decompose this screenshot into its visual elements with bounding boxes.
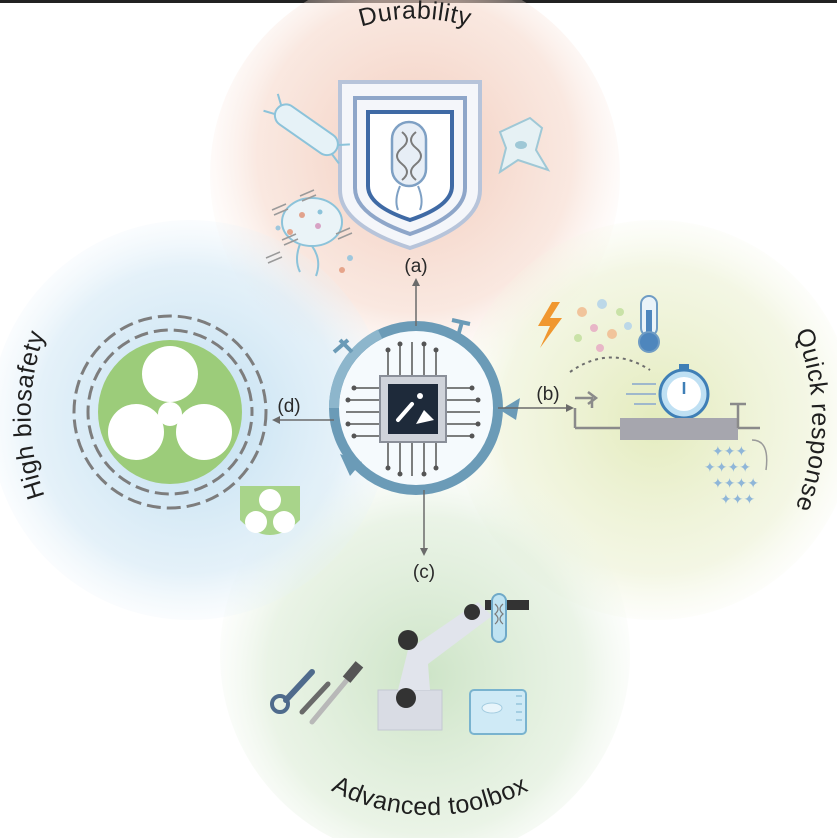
star-cluster: ✦✦✦ ✦✦✦✦ ✦✦✦✦ ✦✦✦: [704, 443, 759, 507]
biohazard-icon: [98, 340, 242, 484]
arrow-label-b: (b): [536, 384, 559, 405]
arrow-label-d: (d): [277, 396, 300, 417]
svg-text:✦✦✦✦: ✦✦✦✦: [704, 459, 751, 475]
ring-handles: [332, 318, 471, 354]
tail-line: [751, 439, 768, 471]
svg-text:✦✦✦: ✦✦✦: [712, 443, 747, 459]
arrow-label-c: (c): [413, 562, 435, 583]
arrow-a: [412, 278, 420, 326]
microchip-icon: [379, 375, 447, 443]
stopwatch-icon: [626, 364, 710, 420]
pipette-icon: [309, 661, 364, 725]
response-curve: [569, 356, 651, 373]
arrow-c: [420, 490, 428, 556]
shield-icon: [338, 80, 482, 251]
arrow-d: [272, 416, 334, 424]
bacterium-icon: [263, 93, 350, 165]
dna-helix-icon: [72, 314, 268, 510]
thermometer-icon: [638, 295, 660, 353]
wrench-icon: [270, 669, 331, 715]
test-tube-icon: [491, 593, 507, 643]
svg-text:✦✦✦✦: ✦✦✦✦: [712, 475, 759, 491]
lightning-icon: [538, 302, 562, 348]
device-platform: [573, 391, 760, 440]
bacterium-icon: [281, 197, 343, 277]
svg-text:✦✦✦: ✦✦✦: [720, 491, 755, 507]
arrow-label-a: (a): [404, 256, 427, 277]
particles: [275, 225, 353, 273]
biohazard-icon: [240, 486, 300, 535]
cell-icon: [498, 116, 551, 175]
circuit-nodes: [345, 341, 481, 477]
dna-fragments: [265, 189, 353, 264]
beaker-icon: [469, 689, 527, 735]
arrow-b: [498, 404, 574, 412]
robot-arm-icon: [377, 600, 529, 731]
circuit-traces: [346, 342, 480, 476]
particles: [574, 299, 632, 352]
